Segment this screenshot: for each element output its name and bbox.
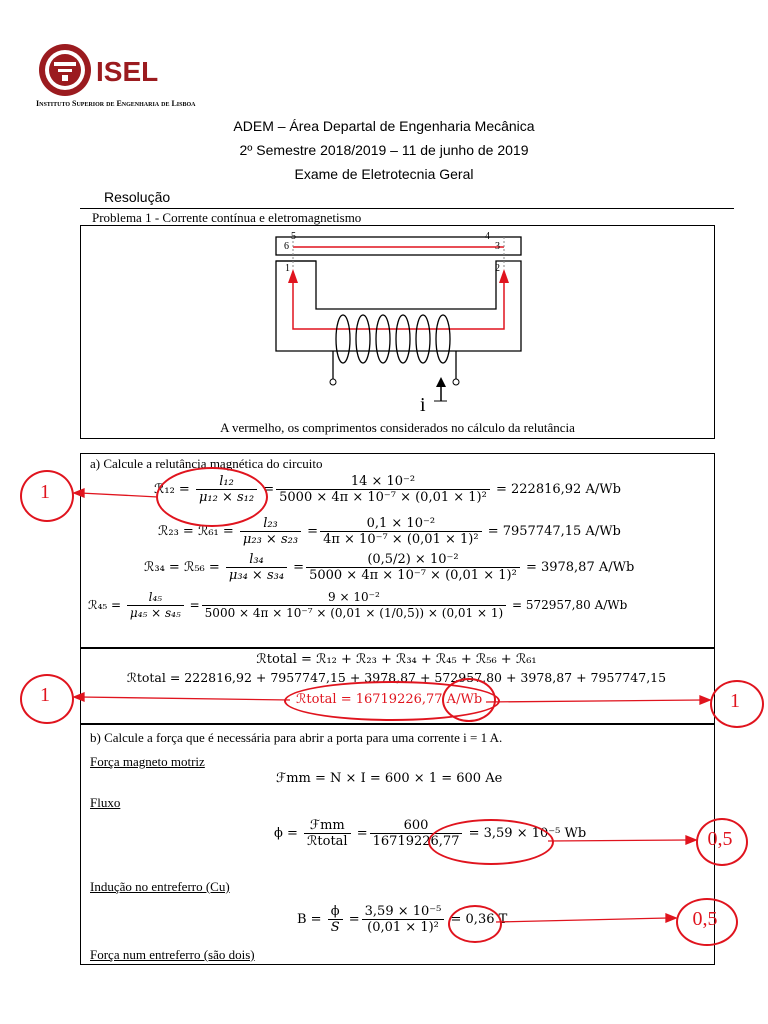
mark-total-left: 1 bbox=[40, 684, 50, 706]
flux-title: Fluxo bbox=[90, 795, 121, 810]
mark-circle-total-right bbox=[710, 680, 764, 728]
institute-name: Instituto Superior de Engenharia de Lisb… bbox=[36, 99, 196, 108]
mark-total-right: 1 bbox=[730, 690, 740, 712]
mark-circle-flux bbox=[696, 818, 748, 866]
ind-title: Indução no entreferro (Cu) bbox=[90, 879, 230, 894]
logo-text: ISEL bbox=[96, 56, 159, 87]
mark-circle-total-left bbox=[20, 674, 74, 724]
annotation-circle-total bbox=[284, 681, 500, 721]
annotation-circle-total-unit bbox=[442, 678, 496, 722]
figure-caption: A vermelho, os comprimentos considerados… bbox=[220, 420, 575, 435]
node-6: 6 bbox=[284, 241, 289, 252]
force-title: Força num entreferro (são dois) bbox=[90, 947, 255, 962]
isel-emblem-icon bbox=[39, 44, 91, 96]
mark-flux: 0,5 bbox=[707, 828, 733, 850]
resolucao-heading: Resolução bbox=[104, 189, 171, 205]
fmm-title: Força magneto motriz bbox=[90, 754, 205, 769]
node-1: 1 bbox=[285, 263, 290, 274]
figure-box: 5 4 6 3 1 2 i A vermelho, os comprimento… bbox=[80, 225, 715, 439]
node-3: 3 bbox=[495, 241, 500, 252]
eq-fmm: ℱmm = N × I = 600 × 1 = 600 Ae bbox=[276, 771, 503, 786]
header-line3: Exame de Eletrotecnia Geral bbox=[294, 166, 474, 182]
eq-total2: ℛtotal = 222816,92 + 7957747,15 + 3978,8… bbox=[126, 670, 667, 685]
total-box bbox=[80, 647, 715, 725]
annotation-circle-ind bbox=[448, 905, 502, 943]
eq-total1: ℛtotal = ℛ₁₂ + ℛ₂₃ + ℛ₃₄ + ℛ₄₅ + ℛ₅₆ + ℛ… bbox=[256, 652, 537, 667]
problem-title: Problema 1 - Corrente contínua e eletrom… bbox=[92, 210, 362, 225]
annotation-circle-r12 bbox=[156, 467, 268, 527]
part-a-question: a) Calcule a relutância magnética do cir… bbox=[90, 456, 323, 471]
header-line1: ADEM – Área Departal de Engenharia Mecân… bbox=[233, 118, 535, 134]
heading-rule bbox=[80, 208, 734, 209]
annotation-circle-flux bbox=[428, 819, 554, 865]
mark-ind: 0,5 bbox=[692, 908, 718, 930]
mark-circle-ind bbox=[676, 898, 738, 946]
header-line2: 2º Semestre 2018/2019 – 11 de junho de 2… bbox=[239, 142, 529, 158]
mark-circle-r12 bbox=[20, 470, 74, 522]
node-4: 4 bbox=[485, 231, 490, 242]
node-5: 5 bbox=[291, 231, 296, 242]
current-label: i bbox=[420, 394, 426, 416]
mark-r12: 1 bbox=[40, 481, 50, 503]
node-2: 2 bbox=[495, 263, 500, 274]
magnetic-circuit-diagram bbox=[275, 236, 522, 402]
isel-logo: ISEL bbox=[36, 42, 176, 98]
part-a-box bbox=[80, 453, 715, 649]
part-b-question: b) Calcule a força que é necessária para… bbox=[90, 730, 503, 745]
